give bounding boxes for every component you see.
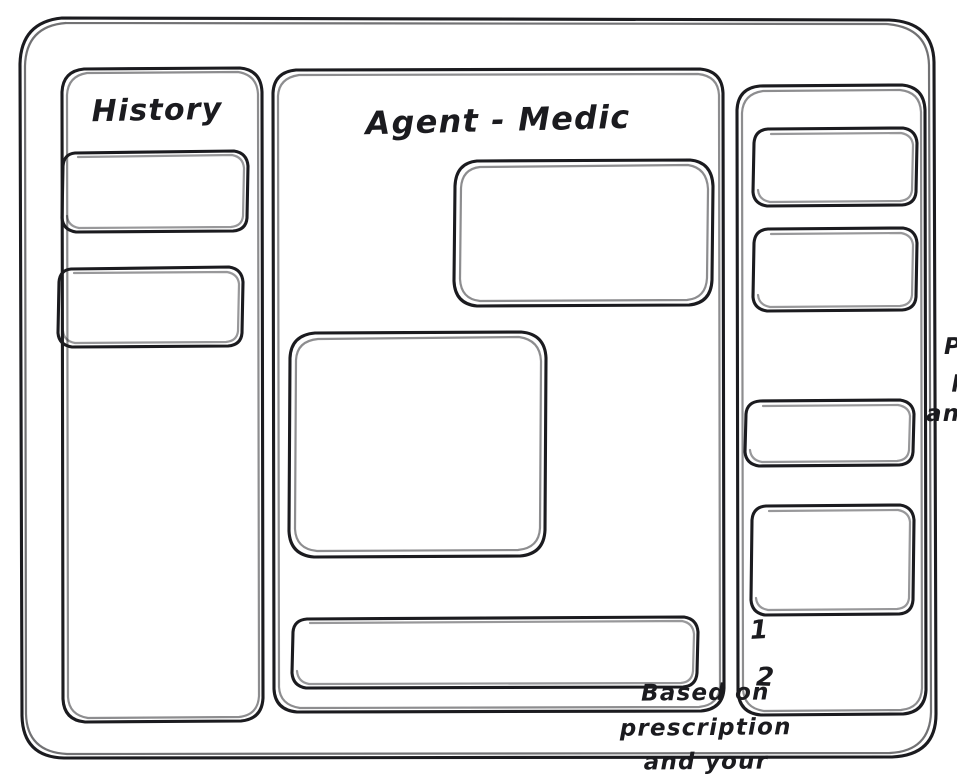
agent-message-bubble-shape xyxy=(287,330,548,559)
composer-input[interactable] xyxy=(292,617,698,688)
window-frame xyxy=(18,16,938,760)
composer-shape xyxy=(290,615,700,690)
agent-message-bubble: Based on prescription and your health, y… xyxy=(289,332,792,775)
user-message-bubble-shape xyxy=(452,158,715,308)
llm-button[interactable]: LLM xyxy=(753,128,917,206)
history-item-2[interactable] xyxy=(58,267,243,347)
user-message-bubble: Pls check the prescription and recommend xyxy=(454,160,957,427)
llm-button-shape xyxy=(751,126,919,208)
ocr-button[interactable]: OCR xyxy=(753,228,917,311)
ocr-button-shape xyxy=(751,226,919,313)
history-item-1[interactable] xyxy=(62,151,248,232)
history-item-2-shape xyxy=(56,265,245,349)
history-item-1-shape xyxy=(60,149,250,234)
params-button[interactable]: params xyxy=(745,400,914,466)
main-panel xyxy=(271,67,726,714)
params-button-shape xyxy=(743,398,916,468)
history-panel-title: History xyxy=(91,91,223,130)
doc-source-button[interactable]: Doc source xyxy=(751,505,914,615)
tools-panel xyxy=(735,83,928,717)
user-message-text: Pls check the prescription and recommend xyxy=(925,333,957,427)
doc-source-button-shape xyxy=(749,503,916,617)
doc-source-item-1[interactable]: 1 xyxy=(749,614,771,646)
agent-message-text: Based on prescription and your health, y… xyxy=(619,679,792,776)
doc-source-item-2[interactable]: 2 xyxy=(755,662,776,694)
history-panel xyxy=(60,66,265,724)
